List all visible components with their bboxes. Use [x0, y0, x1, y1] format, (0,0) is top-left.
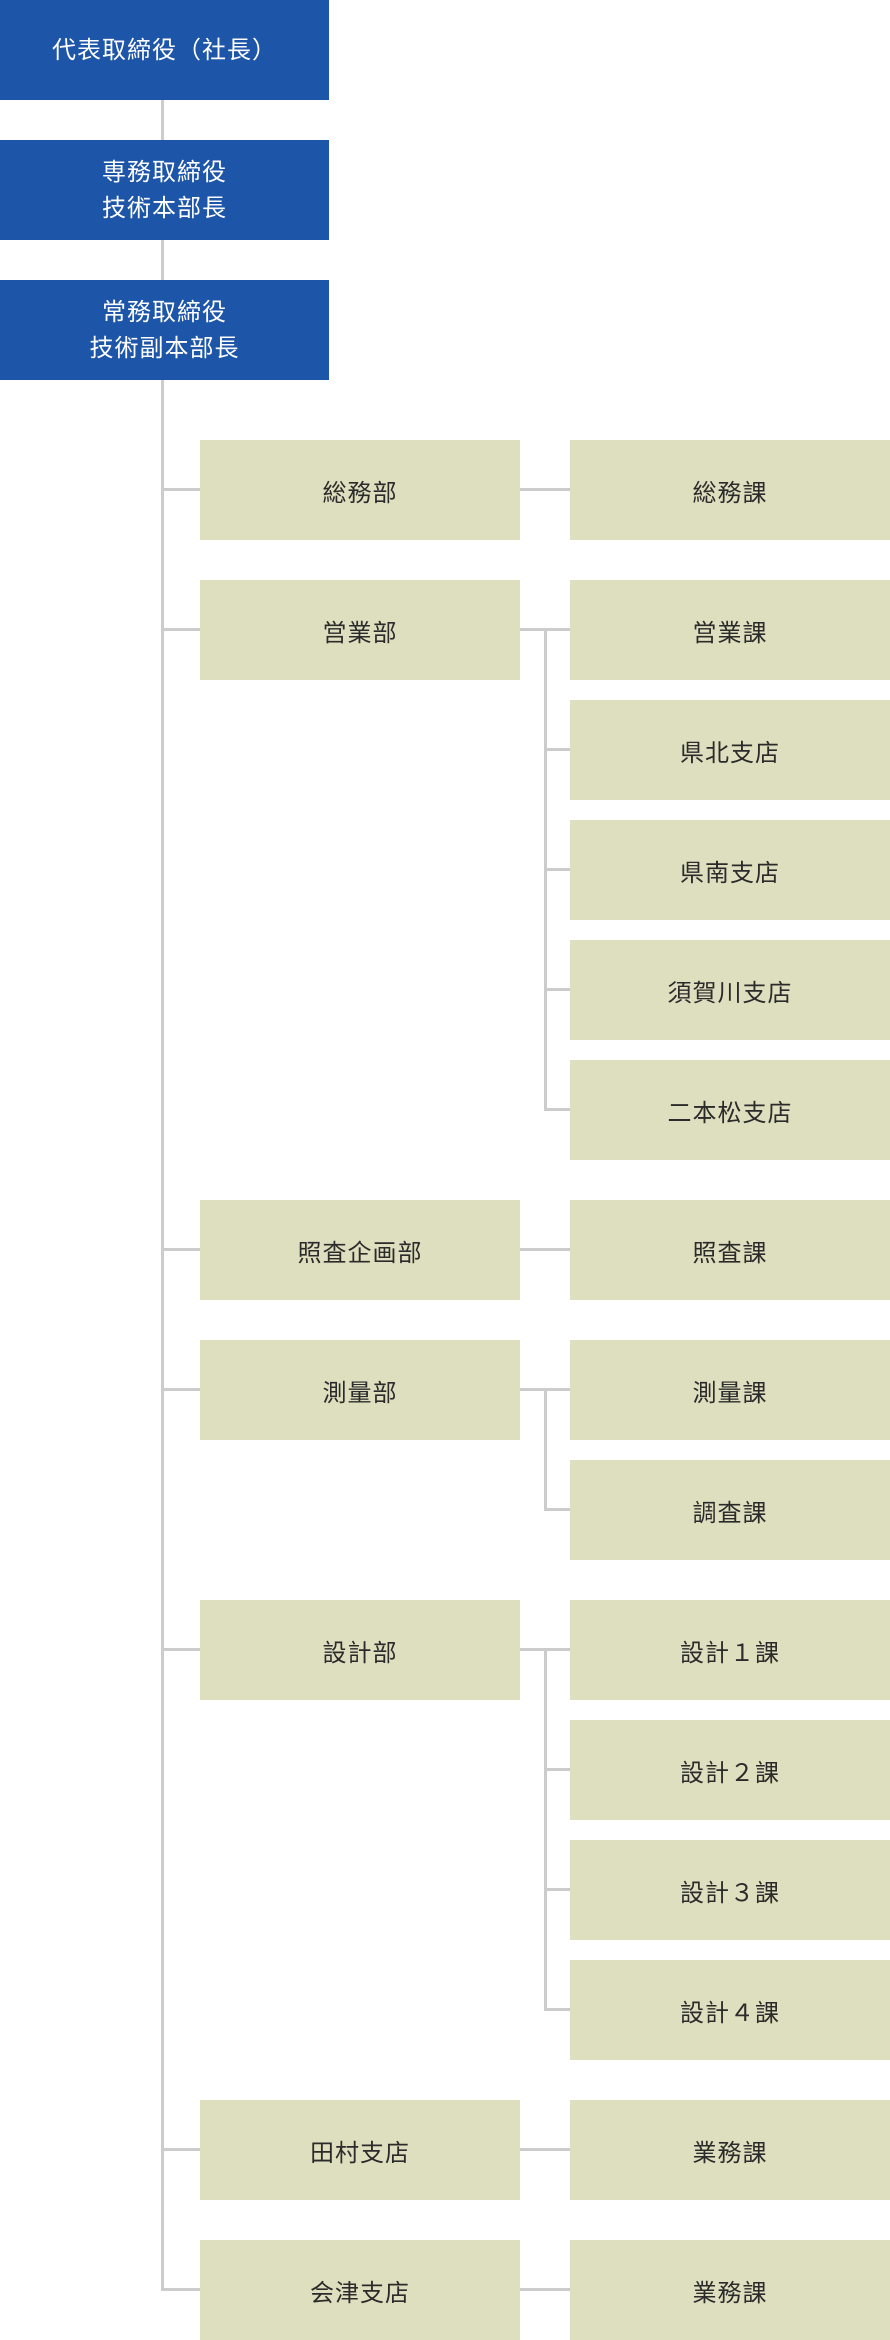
connector-stub-4 — [520, 1388, 547, 1391]
exec-president: 代表取締役（社長） — [0, 0, 329, 100]
sec-design-4-label: 設計４課 — [680, 1998, 780, 2027]
connector-dept-4 — [161, 1388, 200, 1391]
sec-general-affairs-label: 総務課 — [692, 478, 768, 507]
sec-sales: 営業課 — [570, 580, 890, 680]
dept-design: 設計部 — [200, 1600, 520, 1700]
connector-sec-1 — [520, 488, 570, 491]
sec-design-1: 設計１課 — [570, 1600, 890, 1700]
connector-dept-1 — [161, 488, 200, 491]
sec-kenpoku-branch-label: 県北支店 — [680, 738, 780, 767]
exec-managing-director-title: 常務取締役 — [102, 298, 227, 326]
sec-tamura-operations-label: 業務課 — [692, 2138, 768, 2167]
sec-design-3: 設計３課 — [570, 1840, 890, 1940]
dept-tamura-branch: 田村支店 — [200, 2100, 520, 2200]
connector-dept-6 — [161, 2148, 200, 2151]
branch-vertical-4 — [544, 1388, 547, 1511]
connector-sec-2-1 — [544, 628, 570, 631]
connector-sec-5-1 — [544, 1648, 570, 1651]
connector-dept-2 — [161, 628, 200, 631]
exec-managing-director: 常務取締役 技術副本部長 — [0, 280, 329, 380]
sec-design-1-label: 設計１課 — [680, 1638, 780, 1667]
connector-stub-5 — [520, 1648, 547, 1651]
main-trunk-line — [161, 100, 164, 2290]
sec-design-2: 設計２課 — [570, 1720, 890, 1820]
connector-sec-3 — [520, 1248, 570, 1251]
dept-sales-label: 営業部 — [322, 618, 398, 647]
connector-sec-5-2 — [544, 1768, 570, 1771]
sec-investigation: 調査課 — [570, 1460, 890, 1560]
connector-sec-4-1 — [544, 1388, 570, 1391]
connector-sec-7 — [520, 2288, 570, 2291]
dept-verification-planning: 照査企画部 — [200, 1200, 520, 1300]
sec-design-2-label: 設計２課 — [680, 1758, 780, 1787]
exec-senior-managing-director-title: 専務取締役 — [102, 158, 227, 186]
exec-managing-director-role: 技術副本部長 — [89, 334, 240, 362]
sec-surveying: 測量課 — [570, 1340, 890, 1440]
connector-sec-2-4 — [544, 988, 570, 991]
dept-general-affairs-label: 総務部 — [322, 478, 398, 507]
connector-dept-5 — [161, 1648, 200, 1651]
connector-sec-4-2 — [544, 1508, 570, 1511]
branch-vertical-5 — [544, 1648, 547, 2011]
sec-tamura-operations: 業務課 — [570, 2100, 890, 2200]
sec-nihonmatsu-branch-label: 二本松支店 — [667, 1098, 793, 1127]
exec-senior-managing-director-role: 技術本部長 — [102, 194, 227, 222]
exec-senior-managing-director: 専務取締役 技術本部長 — [0, 140, 329, 240]
sec-sales-label: 営業課 — [692, 618, 768, 647]
dept-tamura-branch-label: 田村支店 — [310, 2138, 410, 2167]
dept-verification-planning-label: 照査企画部 — [297, 1238, 423, 1267]
sec-general-affairs: 総務課 — [570, 440, 890, 540]
sec-investigation-label: 調査課 — [692, 1498, 768, 1527]
dept-design-label: 設計部 — [322, 1638, 398, 1667]
sec-nihonmatsu-branch: 二本松支店 — [570, 1060, 890, 1160]
sec-verification-label: 照査課 — [692, 1238, 768, 1267]
dept-sales: 営業部 — [200, 580, 520, 680]
connector-dept-7 — [161, 2288, 200, 2291]
connector-dept-3 — [161, 1248, 200, 1251]
dept-aizu-branch-label: 会津支店 — [310, 2278, 410, 2307]
sec-surveying-label: 測量課 — [692, 1378, 768, 1407]
connector-sec-5-3 — [544, 1888, 570, 1891]
connector-sec-2-3 — [544, 868, 570, 871]
sec-design-3-label: 設計３課 — [680, 1878, 780, 1907]
dept-general-affairs: 総務部 — [200, 440, 520, 540]
exec-president-title: 代表取締役（社長） — [52, 36, 277, 64]
sec-sukagawa-branch: 須賀川支店 — [570, 940, 890, 1040]
sec-kennan-branch-label: 県南支店 — [680, 858, 780, 887]
sec-verification: 照査課 — [570, 1200, 890, 1300]
dept-surveying-label: 測量部 — [322, 1378, 398, 1407]
sec-design-4: 設計４課 — [570, 1960, 890, 2060]
connector-sec-5-4 — [544, 2008, 570, 2011]
connector-stub-2 — [520, 628, 547, 631]
dept-aizu-branch: 会津支店 — [200, 2240, 520, 2340]
connector-sec-6 — [520, 2148, 570, 2151]
connector-sec-2-2 — [544, 748, 570, 751]
sec-aizu-operations: 業務課 — [570, 2240, 890, 2340]
connector-sec-2-5 — [544, 1108, 570, 1111]
sec-sukagawa-branch-label: 須賀川支店 — [667, 978, 793, 1007]
sec-kenpoku-branch: 県北支店 — [570, 700, 890, 800]
sec-aizu-operations-label: 業務課 — [692, 2278, 768, 2307]
sec-kennan-branch: 県南支店 — [570, 820, 890, 920]
dept-surveying: 測量部 — [200, 1340, 520, 1440]
